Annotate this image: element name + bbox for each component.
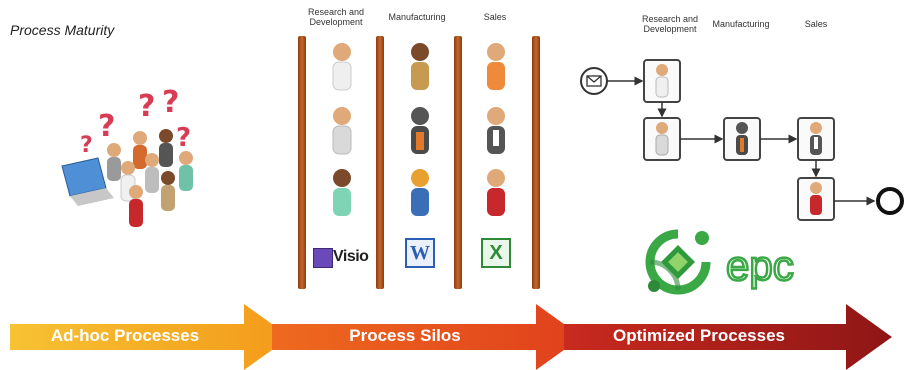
- person-icon: [810, 122, 822, 155]
- stage-arrow-optimized: [564, 304, 892, 370]
- laptop-icon: [61, 157, 114, 206]
- person-icon: [736, 122, 748, 155]
- visio-icon: Visio: [313, 244, 371, 270]
- epc-logo: epc: [645, 229, 795, 295]
- person-icon: [487, 43, 505, 90]
- question-mark-icon: ?: [176, 123, 191, 153]
- silo-wall: [376, 36, 384, 289]
- person-icon: [333, 169, 351, 216]
- page-title: Process Maturity: [10, 22, 115, 38]
- silo-header-manufacturing: Manufacturing: [388, 12, 446, 22]
- stage-arrow-adhoc: [10, 304, 290, 370]
- people-group-icon: [107, 129, 193, 227]
- person-icon: [411, 107, 429, 154]
- person-icon: [332, 43, 352, 91]
- visio-label: Visio: [333, 248, 369, 265]
- person-icon: [655, 64, 669, 98]
- silo-header-sales: Sales: [483, 12, 507, 22]
- silo-header-rnd: Research and Development: [307, 7, 365, 27]
- silo-wall: [454, 36, 462, 289]
- person-icon: [411, 169, 429, 216]
- stage-label-optimized: Optimized Processes: [613, 326, 785, 345]
- question-mark-icon: ?: [80, 133, 93, 158]
- question-mark-icon: ?: [162, 88, 179, 120]
- person-icon: [487, 107, 505, 154]
- word-icon: W: [405, 238, 435, 268]
- stage-label-silos: Process Silos: [349, 326, 461, 345]
- adhoc-cluster: ? ? ? ? ?: [61, 88, 193, 227]
- person-icon: [487, 169, 505, 216]
- optimized-header-rnd: Research and Development: [641, 14, 699, 34]
- process-flow-diagram: [580, 59, 904, 221]
- person-icon: [332, 107, 352, 155]
- person-icon: [655, 122, 669, 156]
- question-mark-icon: ?: [98, 109, 115, 144]
- silo-wall: [532, 36, 540, 289]
- excel-icon: X: [481, 238, 511, 268]
- silo-people: [332, 43, 505, 216]
- optimized-header-sales: Sales: [804, 19, 828, 29]
- question-mark-icon: ?: [138, 89, 155, 124]
- optimized-header-manufacturing: Manufacturing: [712, 19, 770, 29]
- maturity-arrow: [10, 304, 892, 370]
- epc-logo-text: epc: [726, 242, 794, 289]
- silo-wall: [298, 36, 306, 289]
- start-event-icon: [580, 67, 608, 95]
- stage-label-adhoc: Ad-hoc Processes: [50, 326, 200, 345]
- end-event-icon: [876, 187, 904, 215]
- person-icon: [411, 43, 429, 90]
- stage-arrow-silos: [272, 304, 582, 370]
- person-icon: [810, 182, 822, 215]
- epc-logo-mark-icon: [645, 229, 711, 295]
